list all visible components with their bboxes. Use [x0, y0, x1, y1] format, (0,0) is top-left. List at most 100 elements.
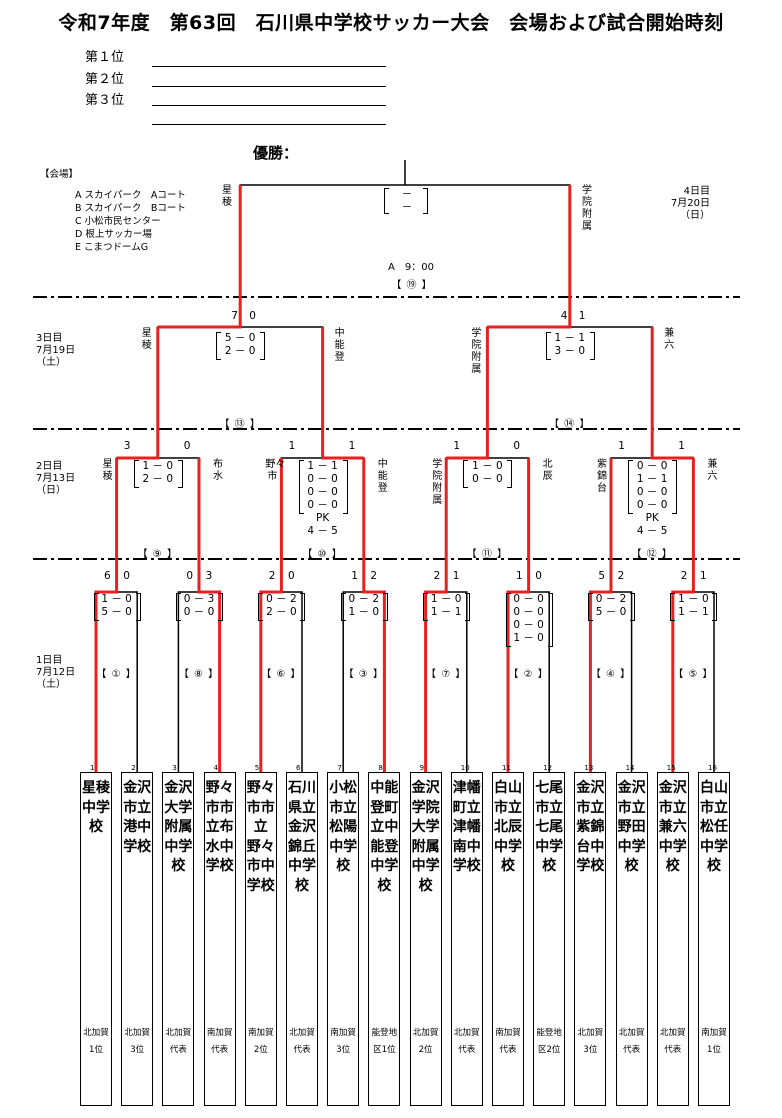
team-name: 津幡町立津幡南中学校 — [452, 780, 481, 874]
r1-score-bracket-left — [340, 593, 346, 621]
r1-winner-path — [94, 559, 119, 772]
team-number: 6 — [296, 764, 301, 772]
r1-right-score: 0 — [288, 570, 295, 582]
r1-left-score: 5 — [598, 570, 606, 582]
team-region: 北加賀2位 — [412, 1028, 439, 1055]
r1-score-bracket-right — [465, 593, 471, 621]
final-game-label: 【 ⑲ 】 — [391, 280, 433, 291]
r1-score: 1 － 0 1 － 1 — [678, 593, 709, 618]
team-box-1: 星稜中学校北加賀1位 — [80, 772, 112, 1106]
team-region: 北加賀代表 — [454, 1028, 480, 1055]
r1-right-score: 0 — [123, 570, 130, 582]
team-number: 7 — [337, 764, 342, 772]
team-number: 10 — [460, 764, 470, 772]
team-box-6: 石川県立金沢錦丘中学校北加賀代表 — [286, 772, 318, 1106]
qf-score-bracket-right — [672, 460, 678, 514]
qf-right-team: 布水 — [213, 459, 223, 482]
sf-right-team: 兼六 — [664, 328, 675, 351]
sf-left-score: 7 — [231, 310, 238, 322]
r1-score-bracket-left — [505, 593, 511, 647]
team-box-14: 金沢市立野田中学校北加賀代表 — [615, 772, 648, 1106]
r1-winner-path — [588, 559, 613, 772]
sf-score-bracket-left — [216, 332, 222, 360]
team-number: 8 — [378, 764, 383, 772]
qf-left-team: 紫錦台 — [597, 459, 607, 494]
r1-right-score: 1 — [700, 570, 707, 582]
team-name: 中能登町立中能登中学校 — [370, 780, 399, 894]
final-score-bracket-right — [423, 188, 428, 214]
qf-score-bracket-right — [507, 460, 513, 488]
r1-score-bracket-left — [258, 593, 264, 621]
qf-left-score: 3 — [123, 440, 131, 452]
team-region: 南加賀代表 — [206, 1028, 233, 1055]
r1-left-score: 2 — [433, 570, 441, 582]
qf-score-bracket-right — [342, 460, 348, 514]
qf-right-score: 0 — [183, 440, 191, 452]
sf-right-team: 中能登 — [334, 328, 345, 363]
r1-score-bracket-right — [135, 593, 141, 621]
r1-game-label: 【 ⑤ 】 — [673, 669, 714, 680]
team-number: 15 — [666, 764, 676, 772]
r1-left-score: 1 — [351, 570, 358, 582]
final-score: － － — [401, 188, 413, 213]
day1-label: 1日目 7月12日 （土） — [36, 655, 76, 690]
team-name: 金沢学院大学附属中学校 — [411, 780, 440, 894]
team-number: 14 — [625, 764, 635, 772]
team-region: 南加賀3位 — [330, 1028, 356, 1055]
team-region: 北加賀代表 — [289, 1028, 315, 1055]
r1-score-bracket-left — [588, 593, 593, 621]
r1-score: 1 － 0 5 － 0 — [101, 593, 132, 618]
team-region: 能登地区1位 — [371, 1028, 398, 1055]
team-number: 4 — [213, 764, 219, 772]
r1-right-score: 2 — [370, 570, 378, 582]
page-title: 令和7年度 第63回 石川県中学校サッカー大会 会場および試合開始時刻 — [58, 12, 724, 34]
team-number: 5 — [254, 764, 260, 772]
champion-label: 優勝： — [253, 144, 299, 162]
rank-2-label: 第２位 — [85, 72, 125, 87]
qf-left-team: 学院附属 — [432, 459, 443, 506]
qf-left-team: 野々市 — [265, 459, 286, 482]
qf-score: 0 － 0 1 － 1 0 － 0 0 － 0 PK 4 － 5 — [636, 460, 668, 537]
team-number: 3 — [172, 764, 177, 772]
final-right-team: 学院附属 — [582, 185, 592, 232]
team-box-8: 中能登町立中能登中学校能登地区1位 — [368, 772, 401, 1106]
team-name: 星稜中学校 — [82, 780, 110, 835]
team-name: 金沢市立港中学校 — [123, 780, 152, 855]
qf-right-team: 中能登 — [377, 459, 388, 494]
sf-winner-path — [487, 297, 572, 329]
r1-right-score: 3 — [205, 570, 213, 582]
qf-left-score: 1 — [618, 440, 625, 452]
r1-score-bracket-right — [300, 593, 306, 621]
r1-winner-path — [362, 559, 386, 772]
sf-score: 5 － 0 2 － 0 — [224, 332, 256, 357]
r1-score: 1 － 0 1 － 1 — [430, 593, 462, 618]
r1-winner-path — [197, 559, 222, 772]
final-left-team: 星稜 — [222, 185, 232, 208]
team-region: 北加賀代表 — [660, 1028, 686, 1055]
venue-d: D 根上サッカー場 — [75, 229, 152, 240]
r1-game-label: 【 ④ 】 — [590, 669, 632, 680]
r1-score-bracket-right — [630, 593, 635, 621]
r1-bracket — [95, 591, 138, 772]
venue-c: C 小松市民センター — [75, 216, 161, 227]
team-name: 七尾市立七尾中学校 — [535, 780, 564, 874]
team-region: 南加賀2位 — [248, 1028, 274, 1055]
venue-b: B スカイパーク Bコート — [75, 203, 186, 214]
r1-right-score: 2 — [617, 570, 625, 582]
team-number: 16 — [708, 764, 717, 772]
sf-winner-path — [157, 297, 242, 329]
r1-score-bracket-left — [176, 593, 181, 621]
day4-label: 4日目 7月20日 （日） — [670, 186, 710, 221]
team-name: 小松市立松陽中学校 — [329, 780, 358, 874]
r1-score-bracket-left — [670, 593, 676, 621]
r1-score-bracket-right — [382, 593, 388, 621]
sf-score: 1 － 1 3 － 0 — [554, 332, 586, 357]
team-region: 南加賀1位 — [701, 1028, 727, 1055]
r1-score: 0 － 2 2 － 0 — [266, 593, 297, 618]
team-number: 11 — [502, 764, 511, 772]
r1-left-score: 6 — [104, 570, 111, 582]
r1-bracket — [424, 591, 468, 772]
sf-right-score: 0 — [249, 310, 256, 322]
team-box-7: 小松市立松陽中学校南加賀3位 — [327, 772, 360, 1106]
